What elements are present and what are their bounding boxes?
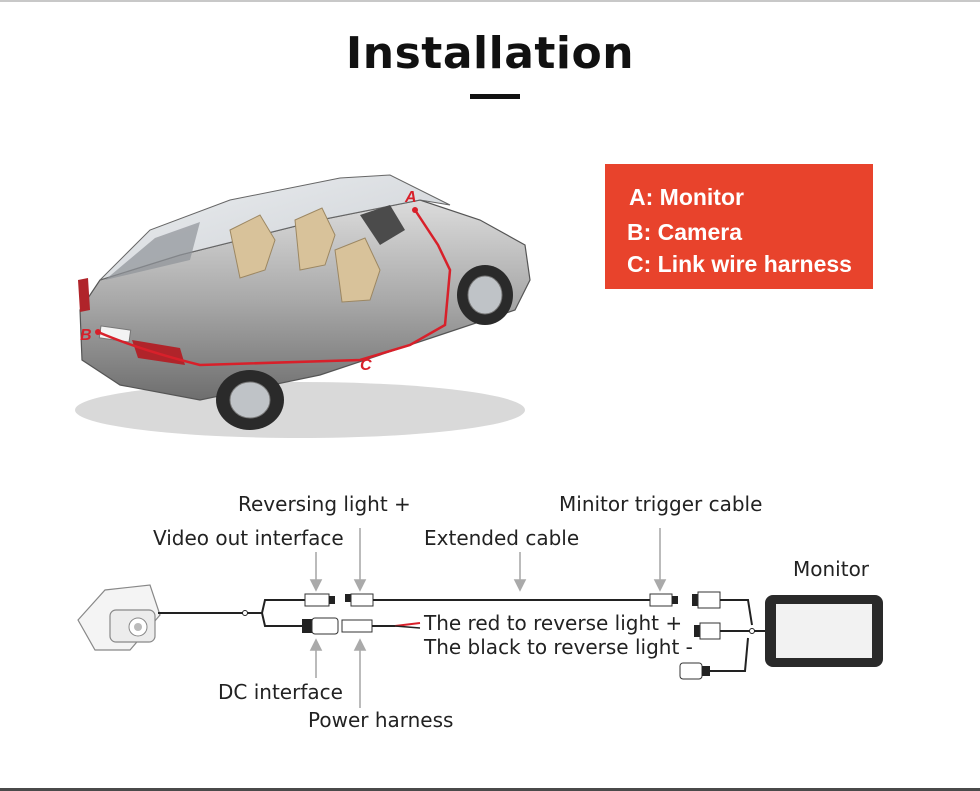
- dc-plug-base: [302, 619, 312, 633]
- monitor-dc-cable: [710, 637, 749, 672]
- monitor-power-connector: [699, 622, 721, 640]
- monitor-point: [412, 207, 418, 213]
- camera-device: [77, 584, 161, 651]
- title-underline: [470, 94, 520, 99]
- legend-item-harness: C: Link wire harness: [627, 251, 852, 277]
- monitor-dc-tip: [702, 666, 710, 676]
- monitor-dc-connector: [679, 662, 703, 680]
- monitor-cable-joint: [749, 628, 755, 634]
- legend-box: A: Monitor B: Camera C: Link wire harnes…: [605, 164, 873, 289]
- camera-point: [95, 329, 101, 335]
- front-seat-right: [334, 237, 381, 303]
- legend-item-monitor: A: Monitor: [629, 184, 744, 210]
- label-video-out: Video out interface: [153, 526, 344, 550]
- dc-interface-connector: [311, 617, 339, 635]
- front-wheel-rim: [467, 275, 503, 315]
- monitor-video-connector: [697, 591, 721, 609]
- rear-window: [105, 222, 200, 280]
- reversing-tip: [345, 594, 351, 602]
- label-monitor: Monitor: [793, 557, 870, 581]
- monitor-power-tip: [694, 625, 700, 637]
- label-power-harness: Power harness: [308, 708, 454, 732]
- label-c: C: [360, 357, 372, 374]
- label-dc-interface: DC interface: [218, 680, 343, 704]
- black-wire: [394, 625, 421, 629]
- label-red-reverse: The red to reverse light +: [424, 611, 683, 635]
- label-a: A: [404, 189, 417, 206]
- car-illustration: A B C: [75, 174, 531, 438]
- rear-wheel-rim: [229, 381, 271, 419]
- video-out-tip: [329, 596, 335, 604]
- split-dc: [261, 612, 302, 627]
- label-b: B: [80, 327, 92, 344]
- label-extended-cable: Extended cable: [424, 526, 580, 550]
- rear-seat: [229, 214, 276, 279]
- page-title: Installation: [345, 28, 635, 79]
- reversing-connector: [350, 593, 374, 607]
- cable-joint: [242, 610, 248, 616]
- video-out-connector: [304, 593, 330, 607]
- monitor-video-tip: [692, 594, 698, 606]
- power-harness-connector: [341, 619, 373, 633]
- car-shadow: [75, 382, 525, 438]
- label-reversing-light: Reversing light +: [238, 492, 411, 516]
- pointer-arrows: [309, 528, 667, 708]
- trigger-tip: [672, 596, 678, 604]
- tail-light-side: [78, 278, 90, 312]
- wire-route: [97, 209, 452, 367]
- label-black-reverse: The black to reverse light -: [424, 635, 693, 659]
- bottom-divider: [0, 788, 980, 791]
- dashboard: [360, 205, 405, 245]
- front-seat-left: [294, 207, 336, 271]
- wiring-diagram: [77, 528, 883, 708]
- red-wire: [394, 622, 421, 627]
- legend-item-camera: B: Camera: [627, 219, 743, 245]
- split-video: [261, 599, 305, 614]
- label-monitor-trigger: Minitor trigger cable: [559, 492, 763, 516]
- trigger-connector: [649, 593, 673, 607]
- monitor-video-cable: [720, 599, 753, 626]
- top-divider: [0, 0, 980, 2]
- monitor-screen: [776, 604, 872, 658]
